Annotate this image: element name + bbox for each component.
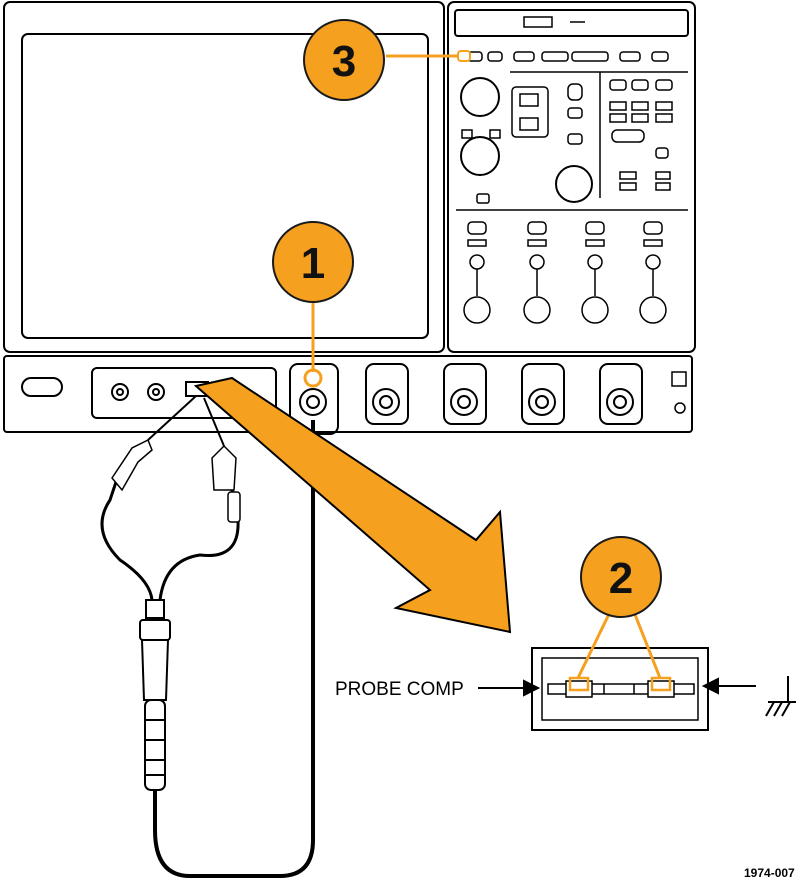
panel-top-slot — [523, 16, 553, 28]
svg-text:2: 2 — [609, 554, 633, 603]
aux-connector-icon — [111, 383, 129, 401]
zoom-arrow — [193, 376, 512, 634]
callout-1: 1 — [272, 221, 354, 303]
figure-id: 1974-007 — [744, 866, 795, 880]
callout-3: 3 — [303, 19, 385, 101]
aux-connector-2-icon — [147, 383, 165, 401]
scale-knob-icon[interactable] — [460, 136, 500, 176]
passive-probe — [139, 599, 171, 791]
channel-inputs[interactable] — [289, 363, 643, 435]
callout-2: 2 — [580, 536, 662, 618]
position-knob-icon[interactable] — [460, 77, 500, 117]
svg-text:1: 1 — [301, 239, 325, 288]
ground-icon — [765, 676, 796, 717]
ground-arrow — [701, 677, 756, 695]
probe-signal-lead — [158, 489, 240, 601]
probe-ground-lead — [100, 469, 154, 601]
probe-comp-label: PROBE COMP — [335, 679, 464, 700]
callout-leaders — [311, 54, 662, 679]
probe-cable — [153, 420, 315, 878]
menu-button-grid[interactable] — [609, 79, 673, 191]
probe-comp-detail — [531, 647, 709, 731]
multipurpose-knob-icon[interactable] — [555, 165, 593, 203]
probe-hook-clips — [111, 395, 241, 523]
panel-top-strip — [454, 9, 689, 37]
svg-text:3: 3 — [332, 37, 356, 86]
vertical-channel-controls[interactable] — [463, 221, 667, 324]
power-button[interactable] — [21, 377, 63, 397]
probe-comp-arrow — [478, 679, 541, 697]
